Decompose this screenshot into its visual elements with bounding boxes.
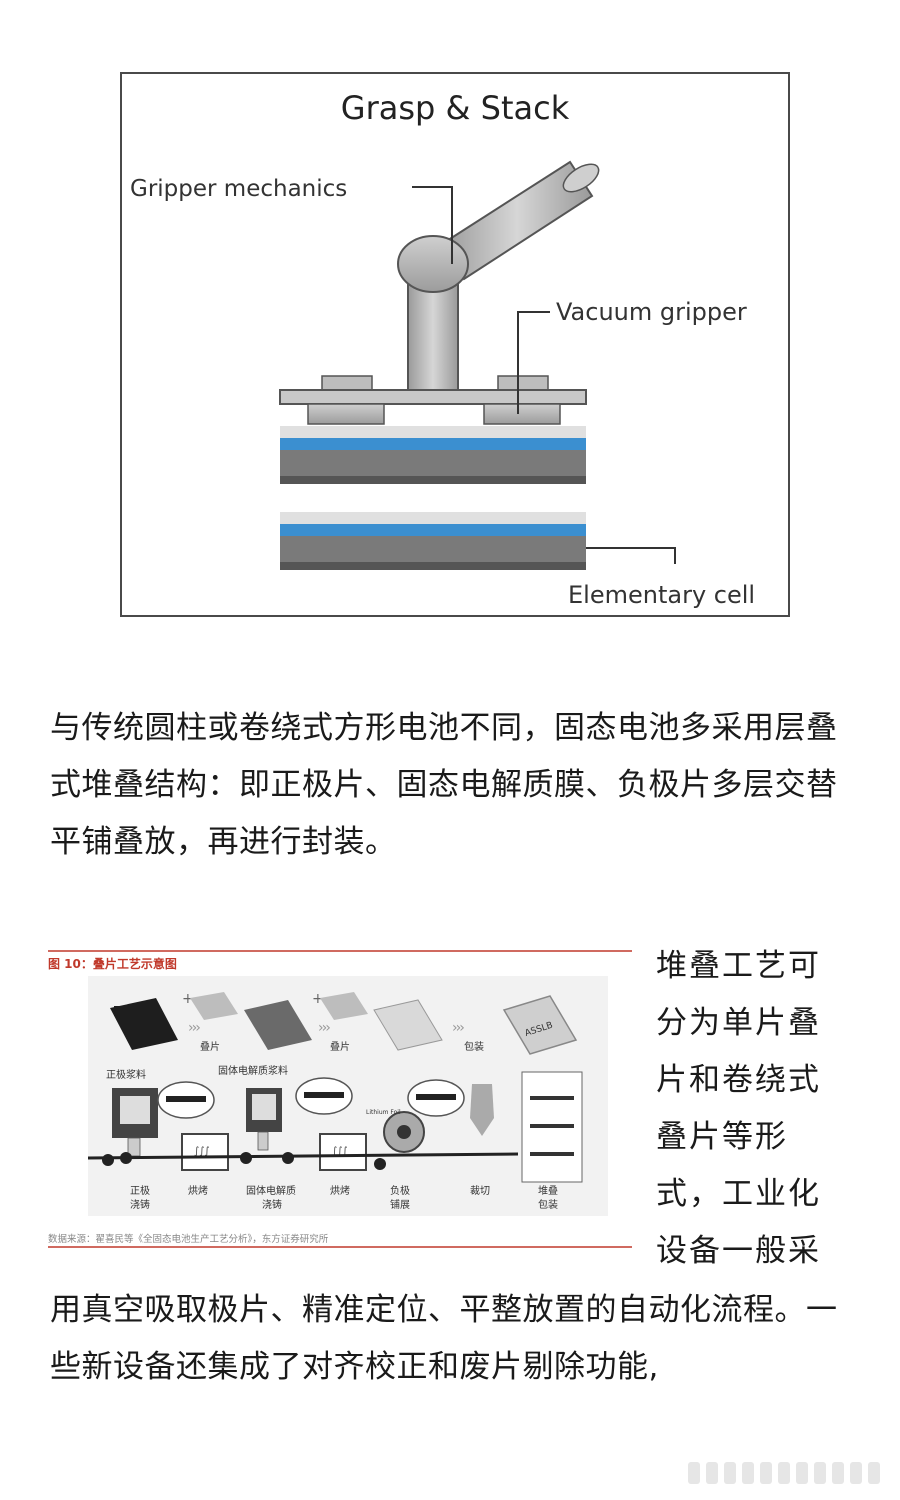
step-4-line1: 烘烤 [330, 1184, 350, 1197]
svg-text:›››: ››› [188, 1020, 200, 1036]
svg-text:›››: ››› [452, 1020, 464, 1036]
top-label-2: 叠片 [330, 1040, 350, 1053]
process-equipment: ∫∫∫ ∫∫∫ Lithium Foil [87, 1071, 583, 1183]
electrolyte-slurry-label: 固体电解质浆料 [218, 1064, 288, 1077]
elementary-cell-label: Elementary cell [568, 581, 755, 609]
asslb-package [502, 995, 578, 1055]
step-2-line1: 烘烤 [188, 1184, 208, 1197]
figure2-source: 数据来源：翟喜民等《全固态电池生产工艺分析》，东方证券研究所 [48, 1233, 329, 1245]
elementary-cell-stack [280, 512, 586, 570]
grasp-stack-diagram: Grasp & Stack [130, 89, 755, 609]
svg-text:+: + [312, 991, 324, 1007]
svg-text:+: + [182, 991, 194, 1007]
vacuum-leader-line [517, 311, 550, 414]
paragraph-stacked-structure: 与传统圆柱或卷绕式方形电池不同，固态电池多采用层叠式堆叠结构：即正极片、固态电解… [50, 710, 838, 860]
gripper-leader-line [412, 186, 453, 264]
svg-text:∫∫∫: ∫∫∫ [194, 1146, 210, 1157]
gripper-arm [397, 160, 600, 395]
step-7-line2: 包装 [538, 1198, 558, 1211]
figure2-caption: 图 10：叠片工艺示意图 [48, 956, 177, 971]
top-label-1: 叠片 [200, 1040, 220, 1053]
watermark-dots [688, 1462, 880, 1484]
side-paragraph: 堆叠工艺可分为单片叠片和卷绕式叠片等形式，工业化设备一般采 [656, 948, 821, 1269]
cell-leader-line [586, 547, 676, 564]
step-7-line1: 堆叠 [538, 1185, 558, 1197]
held-cell-stack [280, 426, 586, 484]
step-3-line2: 浇铸 [262, 1198, 282, 1211]
step-3-line1: 固体电解质 [246, 1184, 296, 1197]
step-6-line1: 裁切 [470, 1184, 490, 1197]
grasp-stack-figure: Grasp & Stack [120, 72, 790, 617]
paragraph-automation: 用真空吸取极片、精准定位、平整放置的自动化流程。一些新设备还集成了对齐校正和废片… [50, 1292, 838, 1385]
stacking-process-figure: 图 10：叠片工艺示意图 + ››› + ››› ››› ASSLB 叠片 叠片… [48, 948, 632, 1248]
svg-text:∫∫∫: ∫∫∫ [332, 1146, 348, 1157]
gripper-mechanics-label: Gripper mechanics [130, 176, 347, 202]
step-5-line1: 负极 [390, 1184, 410, 1197]
svg-text:›››: ››› [318, 1020, 330, 1036]
lithium-foil-label: Lithium Foil [366, 1109, 401, 1116]
figure1-title: Grasp & Stack [341, 89, 570, 127]
step-1-line1: 正极 [130, 1184, 150, 1197]
sheet-stacking-row: + ››› + ››› ››› ASSLB 叠片 叠片 包装 [110, 991, 578, 1055]
vacuum-gripper-assembly [279, 375, 587, 425]
stacking-process-diagram: 图 10：叠片工艺示意图 + ››› + ››› ››› ASSLB 叠片 叠片… [48, 950, 632, 1248]
cathode-slurry-label: 正极浆料 [106, 1068, 146, 1081]
top-label-3: 包装 [464, 1040, 484, 1053]
step-1-line2: 浇铸 [130, 1198, 150, 1211]
step-5-line2: 铺展 [390, 1198, 410, 1211]
vacuum-gripper-label: Vacuum gripper [556, 298, 747, 326]
